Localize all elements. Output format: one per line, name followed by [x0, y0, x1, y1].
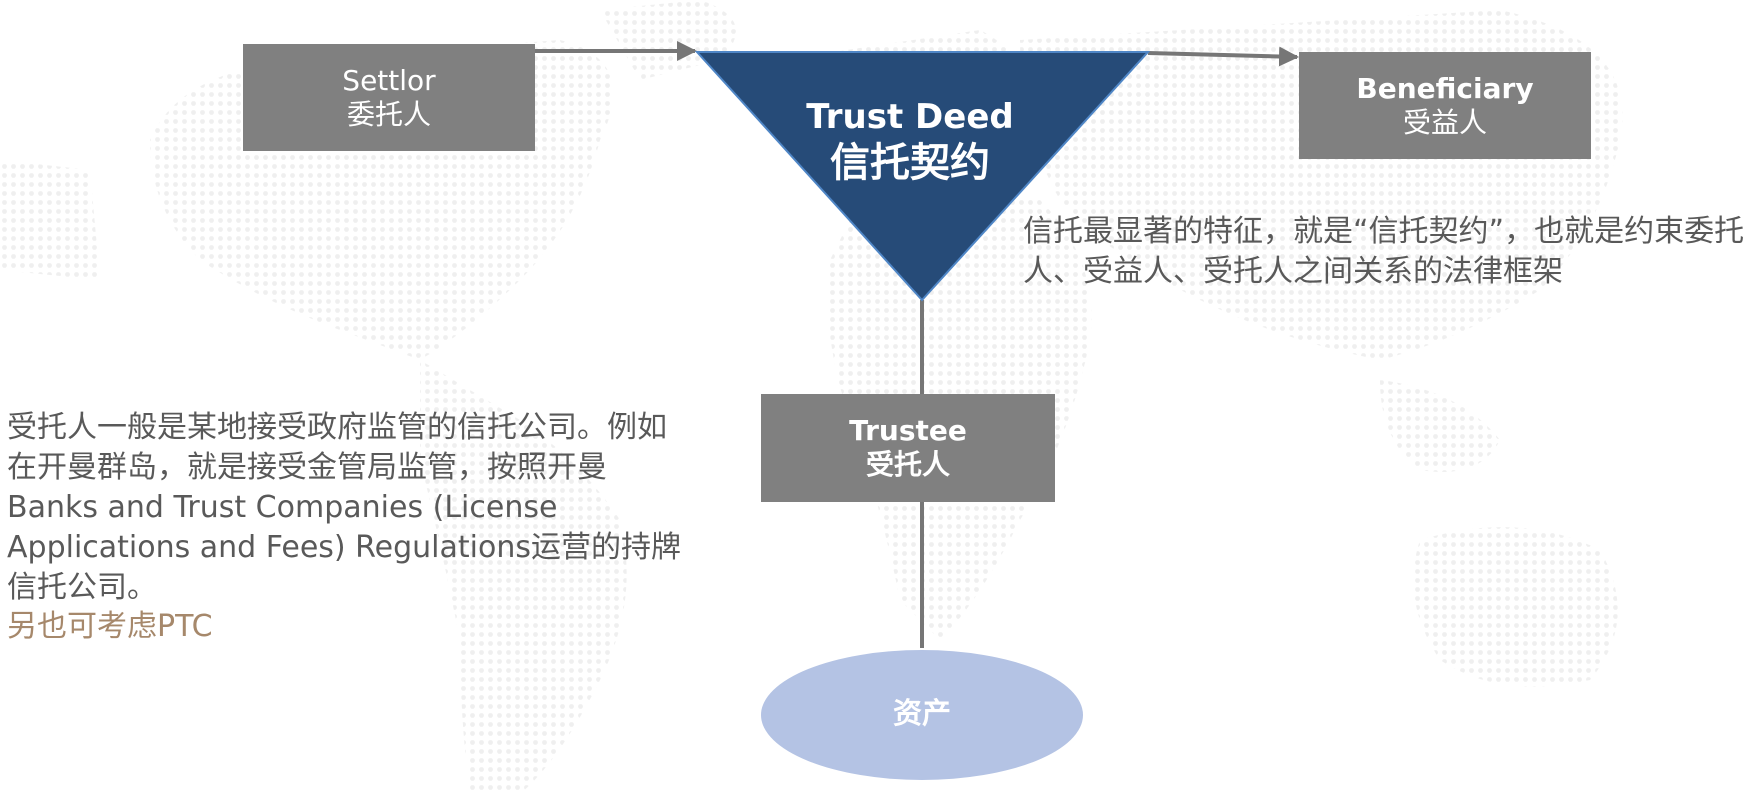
trust-deed-triangle	[694, 51, 1151, 302]
beneficiary-label-zh: 受益人	[1402, 105, 1487, 139]
beneficiary-box: Beneficiary 受益人	[1299, 52, 1591, 159]
trustee-note-line: Applications and Fees) Regulations运营的持牌	[7, 529, 681, 565]
trustee-label-en: Trustee	[849, 414, 967, 448]
trustee-note-line: Banks and Trust Companies (License	[7, 489, 558, 525]
trustee-note-line: 受托人一般是某地接受政府监管的信托公司。例如	[7, 410, 667, 445]
trust-deed-label-zh: 信托契约	[830, 139, 990, 186]
asset-ellipse	[761, 650, 1083, 780]
beneficiary-label-en: Beneficiary	[1356, 71, 1534, 105]
trustee-label-zh: 受托人	[865, 448, 950, 481]
trust-deed-label: Trust Deed 信托契约	[760, 96, 1060, 187]
trustee-box: Trustee 受托人	[761, 394, 1055, 502]
trustee-note-line: 信托公司。	[7, 569, 157, 605]
trust-deed-note: 信托最显著的特征，就是“信托契约”，也就是约束委托人、受益人、受托人之间关系的法…	[1023, 214, 1745, 289]
asset-label: 资产	[892, 696, 951, 730]
settlor-box: Settlor 委托人	[243, 44, 535, 151]
settlor-label-en: Settlor	[342, 63, 436, 97]
trustee-note: 受托人一般是某地接受政府监管的信托公司。例如 在开曼群岛，就是接受金管局监管，按…	[7, 408, 737, 647]
ptc-note: 另也可考虑PTC	[7, 609, 213, 645]
trust-deed-label-en: Trust Deed	[806, 97, 1014, 137]
trustee-note-line: 在开曼群岛，就是接受金管局监管，按照开曼	[7, 449, 607, 485]
deed-to-beneficiary-arrow	[1147, 46, 1299, 67]
settlor-label-zh: 委托人	[346, 97, 431, 131]
